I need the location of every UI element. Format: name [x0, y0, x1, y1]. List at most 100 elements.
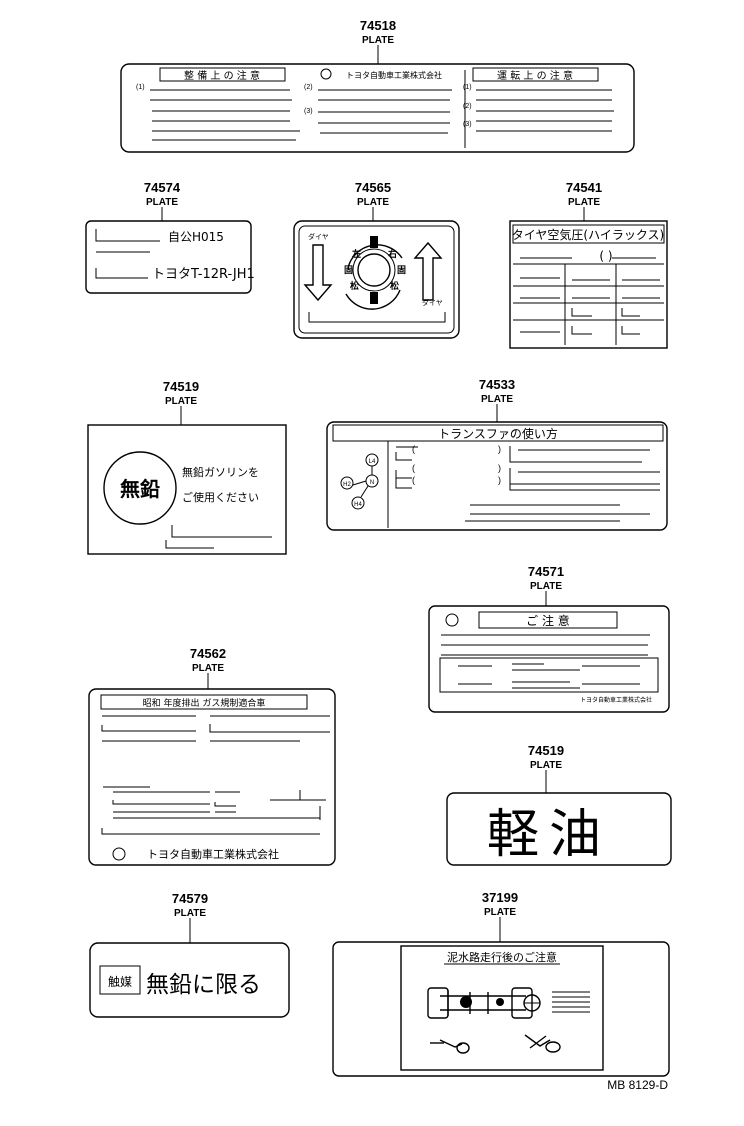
part-number: 74519 [163, 379, 199, 394]
part-label: PLATE [568, 197, 600, 208]
box-text: 触媒 [108, 975, 132, 989]
title-box [478, 611, 618, 629]
text-lines [458, 663, 640, 689]
arrow-tag: ダイヤ [422, 298, 443, 307]
plate-outline [89, 942, 290, 1018]
catalyst-box [99, 965, 141, 995]
heading-text: 整 備 上 の 注 意 [184, 69, 260, 82]
plate-74519-unleaded: 74519 PLATE 無鉛 無鉛ガソリンを ご使用ください [87, 379, 287, 555]
plate-outline [428, 605, 670, 713]
blank-line [95, 229, 160, 242]
plate-title: タイヤ空気圧(ハイラックス) [512, 227, 664, 242]
plate-outline [326, 421, 668, 531]
plate-outline [509, 220, 668, 349]
part-number: 74518 [360, 18, 396, 33]
plate-74518: 74518 PLATE 整 備 上 の 注 意 運 転 上 の 注 意 トヨタ自… [120, 18, 635, 153]
part-number: 74565 [355, 180, 391, 195]
item-number: (2) [304, 84, 313, 91]
plate-74541: 74541 PLATE タイヤ空気圧(ハイラックス) ( ) [509, 180, 668, 349]
heading-box [472, 67, 599, 82]
paren-text: ( ) [599, 249, 612, 263]
plate-text: ご使用ください [182, 490, 259, 504]
plate-outline [446, 792, 672, 866]
header-text: 昭和 年度排出 ガス規制適合車 [143, 697, 266, 709]
inner-panel [400, 945, 604, 1071]
item-number: (3) [463, 121, 472, 128]
paren-mark: ( [412, 475, 415, 485]
maker-name: トヨタ自動車工業株式会社 [346, 70, 442, 80]
plate-text: 無鉛に限る [146, 972, 261, 998]
plate-title: ご 注 意 [526, 613, 570, 628]
unleaded-circle [103, 451, 177, 525]
dial-symbol: 松 [390, 280, 399, 292]
text-lines [101, 715, 330, 835]
warning-mark [445, 613, 459, 627]
plate-text: 無鉛ガソリンを [182, 465, 259, 479]
part-number: 37199 [482, 890, 518, 905]
plate-title: 泥水路走行後のご注意 [447, 950, 557, 964]
plate-74519-diesel: 74519 PLATE 軽油 [446, 743, 672, 866]
text-lines [395, 446, 660, 522]
part-label: PLATE [165, 396, 197, 407]
part-number: 74579 [172, 891, 208, 906]
shift-label: N [370, 480, 374, 486]
shift-pattern [340, 453, 379, 510]
plate-74579: 74579 PLATE 触媒 無鉛に限る [89, 891, 290, 1018]
up-arrow-icon [413, 241, 443, 301]
blank-line [308, 312, 446, 323]
table-grid [513, 257, 664, 345]
wrench-icon [524, 1034, 561, 1053]
grease-gun-icon [430, 1039, 470, 1054]
part-label: PLATE [484, 907, 516, 918]
hub-tab [370, 236, 378, 248]
plate-74562: 74562 PLATE 昭和 年度排出 ガス規制適合車 トヨタ自動車工業株式会社 [88, 646, 336, 866]
item-number: (1) [463, 84, 472, 91]
chassis-icon [427, 987, 541, 1019]
plate-outline [88, 688, 336, 866]
dial-symbol: 左 [351, 248, 361, 260]
plate-74571: 74571 PLATE ご 注 意 トヨタ自動車工業株式会社 [428, 564, 670, 713]
heading-text: 運 転 上 の 注 意 [497, 69, 573, 82]
dial-symbol: 右 [387, 248, 397, 260]
item-number: (3) [304, 108, 313, 115]
part-label: PLATE [192, 663, 224, 674]
dial-symbol: 固 [344, 265, 353, 276]
part-label: PLATE [362, 35, 394, 46]
hub-tab [370, 292, 378, 304]
dial-symbol: 松 [350, 280, 359, 292]
plate-title: トランスファの使い方 [438, 426, 558, 441]
plate-74533: 74533 PLATE トランスファの使い方 L4 N H2 H4 ( ) ( … [326, 377, 668, 531]
paren-mark: ( [412, 444, 415, 454]
header-box [100, 694, 308, 710]
plate-text: トヨタT-12R-JH1 [152, 267, 255, 282]
spec-box [439, 657, 659, 693]
plate-outline [293, 220, 460, 339]
title-bar [332, 424, 664, 442]
maker-mark [320, 68, 332, 80]
text-lines [441, 634, 650, 656]
part-number: 74533 [479, 377, 515, 392]
text-lines [150, 70, 614, 148]
inner-border [298, 225, 455, 334]
shift-label: L4 [369, 459, 376, 465]
plate-text: 軽油 [487, 805, 611, 865]
shift-label: H2 [343, 482, 351, 488]
down-arrow-icon [303, 244, 333, 302]
maker-name: トヨタ自動車工業株式会社 [580, 696, 652, 704]
part-number: 74562 [190, 646, 226, 661]
paren-mark: ) [498, 475, 501, 485]
plate-74565: 74565 PLATE ダイヤ ダイヤ 左 右 固 固 松 松 [293, 180, 460, 339]
heading-box [159, 67, 286, 82]
plate-outline [85, 220, 252, 294]
part-label: PLATE [357, 197, 389, 208]
part-label: PLATE [530, 760, 562, 771]
hub-ring [352, 248, 396, 292]
blank-line [95, 251, 150, 279]
plate-text: 自公H015 [168, 230, 224, 244]
part-number: 74571 [528, 564, 564, 579]
part-label: PLATE [174, 908, 206, 919]
arrow-tag: ダイヤ [308, 232, 329, 241]
paren-mark: ) [498, 463, 501, 473]
plate-outline [120, 63, 635, 153]
